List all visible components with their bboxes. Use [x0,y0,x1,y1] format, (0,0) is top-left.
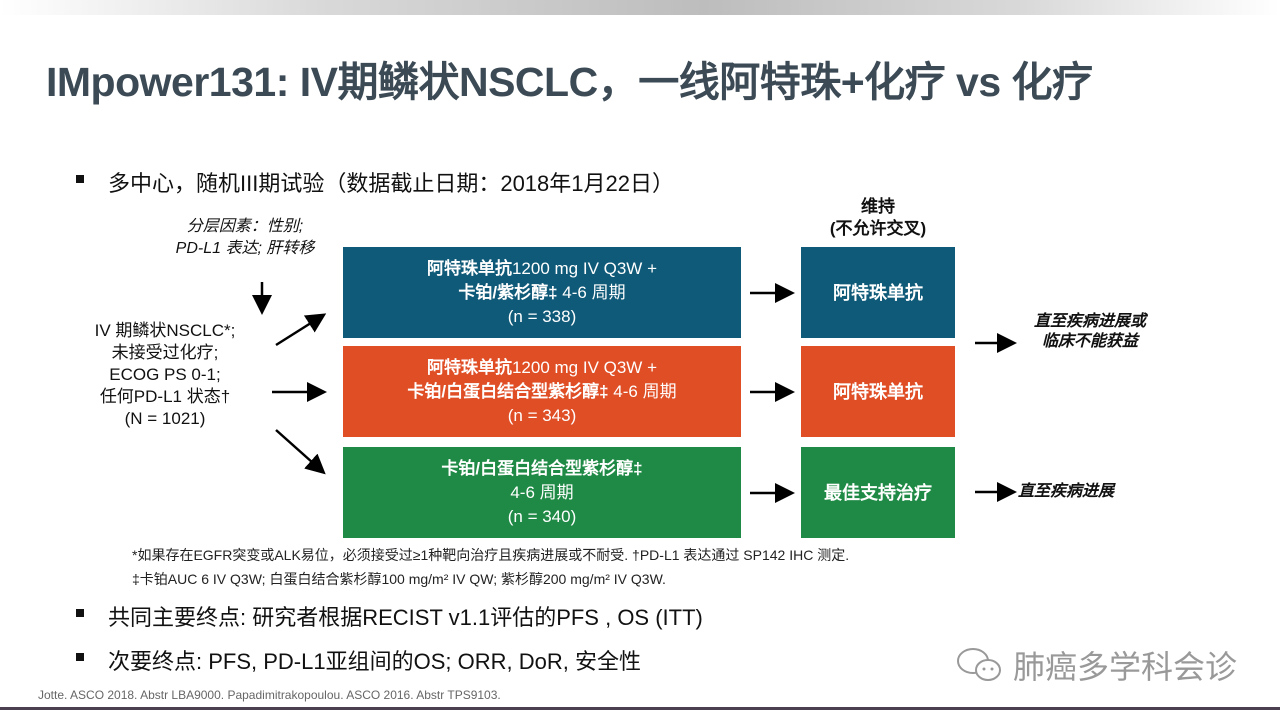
arm-n: (n = 340) [507,506,577,526]
strat-line: PD-L1 表达; 肝转移 [175,240,315,257]
wechat-icon [957,648,1001,681]
bullet-secondary-endpoint: 次要终点: PFS, PD-L1亚组间的OS; ORR, DoR, 安全性 [76,644,641,676]
arm-chemo: 卡铂/白蛋白结合型紫杉醇‡ [407,381,609,401]
arm-a-box: 阿特珠单抗1200 mg IV Q3W + 卡铂/紫杉醇‡ 4-6 周期 (n … [343,247,741,338]
outcome-progression-or-no-benefit: 直至疾病进展或 临床不能获益 [1015,312,1165,352]
arm-drug: 阿特珠单抗 [426,258,512,278]
strat-line: 分层因素：性别; [186,218,304,235]
watermark: 肺癌多学科会诊 [955,642,1237,688]
outcome-progression: 直至疾病进展 [1018,483,1115,500]
outcome-line: 直至疾病进展或 [1033,313,1146,330]
footnote-2: ‡卡铂AUC 6 IV Q3W; 白蛋白结合紫杉醇100 mg/m² IV QW… [132,571,666,587]
maintenance-header: 维持 (不允许交叉) [801,196,955,240]
arm-n: (n = 343) [507,405,577,425]
arrow-to-arm-c [275,429,326,475]
footnote-1: *如果存在EGFR突变或ALK易位，必须接受过≥1种靶向治疗且疾病进展或不耐受.… [132,547,850,563]
maintenance-a: 阿特珠单抗 [801,247,955,338]
elig-line: IV 期鳞状NSCLC*; [94,321,236,340]
maintenance-c: 最佳支持治疗 [801,447,955,538]
arm-chemo: 卡铂/紫杉醇‡ [458,282,558,302]
arm-cycles: 4-6 周期 [557,282,626,302]
bullet-design: 多中心，随机III期试验（数据截止日期：2018年1月22日） [76,166,674,198]
slide-title: IMpower131: IV期鳞状NSCLC，一线阿特珠+化疗 vs 化疗 [46,59,1093,105]
stratification-factors: 分层因素：性别; PD-L1 表达; 肝转移 [150,216,340,260]
elig-line: 任何PD-L1 状态† [99,387,231,406]
maint-header-line: (不允许交叉) [829,219,927,238]
maint-header-line: 维持 [861,197,895,216]
arrow-to-arm-a [275,313,327,347]
arm-cycles: 4-6 周期 [608,381,677,401]
elig-line: (N = 1021) [124,409,206,428]
arm-n: (n = 338) [507,306,577,326]
maintenance-b: 阿特珠单抗 [801,346,955,437]
bottom-rule [0,707,1280,710]
arm-drug: 卡铂/白蛋白结合型紫杉醇‡ [441,458,643,478]
reference: Jotte. ASCO 2018. Abstr LBA9000. Papadim… [38,688,501,702]
watermark-text: 肺癌多学科会诊 [1013,649,1238,685]
arm-dose: 1200 mg IV Q3W + [511,258,658,278]
arm-dose: 1200 mg IV Q3W + [511,357,658,377]
top-gradient-bar [0,0,1280,15]
bullet-primary-endpoint: 共同主要终点: 研究者根据RECIST v1.1评估的PFS , OS (ITT… [76,600,703,632]
arm-c-box: 卡铂/白蛋白结合型紫杉醇‡ 4-6 周期 (n = 340) [343,447,741,538]
elig-line: ECOG PS 0-1; [109,365,221,384]
eligibility-criteria: IV 期鳞状NSCLC*; 未接受过化疗; ECOG PS 0-1; 任何PD-… [60,320,270,430]
arm-drug: 阿特珠单抗 [426,357,512,377]
elig-line: 未接受过化疗; [111,343,219,362]
outcome-line: 临床不能获益 [1041,333,1138,350]
arm-b-box: 阿特珠单抗1200 mg IV Q3W + 卡铂/白蛋白结合型紫杉醇‡ 4-6 … [343,346,741,437]
arm-cycles: 4-6 周期 [510,482,574,502]
